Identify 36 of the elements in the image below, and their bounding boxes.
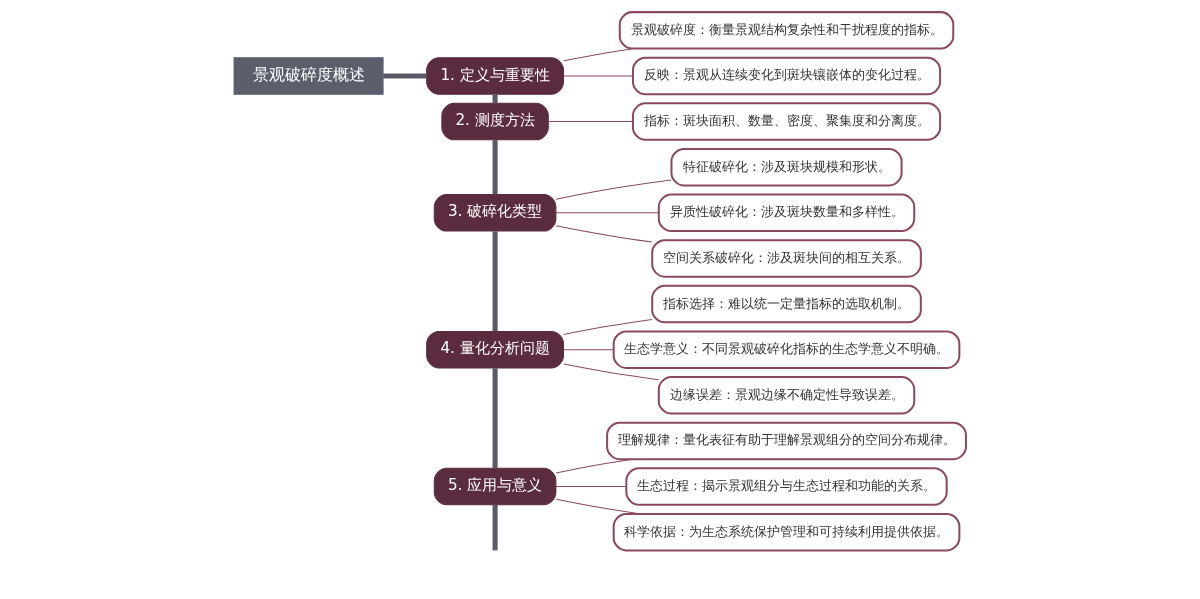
connector — [548, 121, 634, 123]
connector — [563, 349, 615, 351]
connector — [563, 319, 653, 336]
node-box: 反映：景观从连续变化到斑块镶嵌体的变化过程。 — [631, 56, 942, 96]
node-box: 边缘误差：景观边缘不确定性导致误差。 — [657, 376, 916, 415]
node-box: 3. 破碎化类型 — [433, 194, 557, 232]
node-box: 5. 应用与意义 — [433, 467, 557, 506]
connector — [555, 486, 627, 488]
connector — [563, 363, 660, 381]
connector — [492, 231, 498, 332]
node-box: 特征破碎化：涉及斑块规模和形状。 — [670, 147, 903, 187]
node-box: 4. 量化分析问题 — [426, 330, 564, 369]
connector — [555, 458, 634, 474]
connector — [555, 498, 640, 515]
connector — [492, 505, 498, 551]
connector — [555, 225, 653, 243]
node-box: 异质性破碎化：涉及斑块数量和多样性。 — [657, 193, 916, 233]
node-box: 2. 测度方法 — [441, 102, 549, 141]
connector — [563, 75, 634, 77]
node-box: 景观破碎度概述 — [233, 57, 384, 95]
node-box: 理解规律：量化表征有助于理解景观组分的空间分布规律。 — [606, 421, 967, 461]
node-box: 指标选择：难以统一定量指标的选取机制。 — [651, 284, 922, 324]
node-box: 1. 定义与重要性 — [426, 57, 564, 95]
connector — [383, 73, 427, 79]
connector — [563, 48, 634, 62]
node-box: 生态过程：揭示景观组分与生态过程和功能的关系。 — [625, 467, 948, 506]
node-box: 指标：斑块面积、数量、密度、聚集度和分离度。 — [631, 102, 942, 141]
connector — [555, 212, 660, 214]
connector — [492, 140, 498, 195]
connector — [555, 179, 672, 200]
node-box: 空间关系破碎化：涉及斑块间的相互关系。 — [651, 239, 922, 278]
node-box: 景观破碎度：衡量景观结构复杂性和干扰程度的指标。 — [618, 11, 955, 50]
connector — [492, 94, 498, 104]
connector — [492, 368, 498, 469]
node-box: 生态学意义：不同景观破碎化指标的生态学意义不明确。 — [612, 330, 961, 369]
node-box: 科学依据：为生态系统保护管理和可持续利用提供依据。 — [612, 512, 961, 552]
